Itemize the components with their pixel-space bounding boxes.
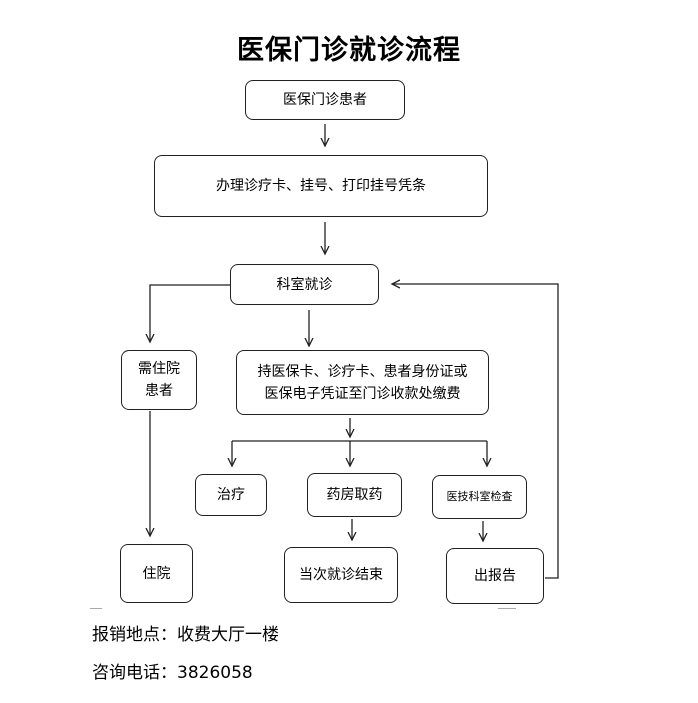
node-department-visit: 科室就诊: [230, 264, 379, 305]
node-visit-end: 当次就诊结束: [284, 547, 398, 603]
consultation-phone: 咨询电话：3826058: [92, 658, 253, 683]
node-label: 医技科室检查: [446, 490, 513, 503]
node-report: 出报告: [446, 548, 544, 604]
node-label: 药房取药: [326, 487, 383, 503]
phone-value: 3826058: [177, 663, 253, 683]
node-label-line1: 持医保卡、诊疗卡、患者身份证或: [257, 363, 468, 380]
node-label: 住院: [142, 565, 171, 582]
node-label-line2: 患者: [145, 383, 173, 399]
node-label: 当次就诊结束: [299, 567, 383, 583]
footer-divider-right: [498, 608, 516, 609]
reimbursement-location: 报销地点：收费大厅一楼: [92, 620, 279, 645]
footer-divider-left: [90, 608, 102, 609]
node-medical-tech-exam: 医技科室检查: [432, 475, 527, 519]
node-need-hospitalization: 需住院 患者: [121, 350, 197, 410]
node-registration: 办理诊疗卡、挂号、打印挂号凭条: [154, 155, 488, 217]
reimbursement-value: 收费大厅一楼: [177, 625, 279, 645]
page-title: 医保门诊就诊流程: [237, 35, 461, 66]
arrow-report-back-to-department: [392, 284, 559, 579]
node-payment: 持医保卡、诊疗卡、患者身份证或 医保电子凭证至门诊收款处缴费: [236, 350, 489, 415]
node-label-line1: 需住院: [138, 361, 180, 377]
node-label: 出报告: [474, 568, 516, 584]
reimbursement-label: 报销地点：: [92, 625, 177, 645]
arrow-department-to-need-hospitalization: [150, 284, 230, 342]
node-label: 治疗: [217, 487, 245, 503]
node-outpatient-patient: 医保门诊患者: [245, 80, 405, 120]
node-label: 医保门诊患者: [283, 92, 367, 108]
node-label: 科室就诊: [276, 276, 333, 293]
node-label-line2: 医保电子凭证至门诊收款处缴费: [264, 385, 461, 402]
node-treatment: 治疗: [195, 474, 267, 516]
node-label: 办理诊疗卡、挂号、打印挂号凭条: [216, 178, 426, 194]
node-hospitalization: 住院: [120, 544, 193, 603]
phone-label: 咨询电话：: [92, 663, 177, 683]
node-pharmacy: 药房取药: [307, 473, 402, 517]
